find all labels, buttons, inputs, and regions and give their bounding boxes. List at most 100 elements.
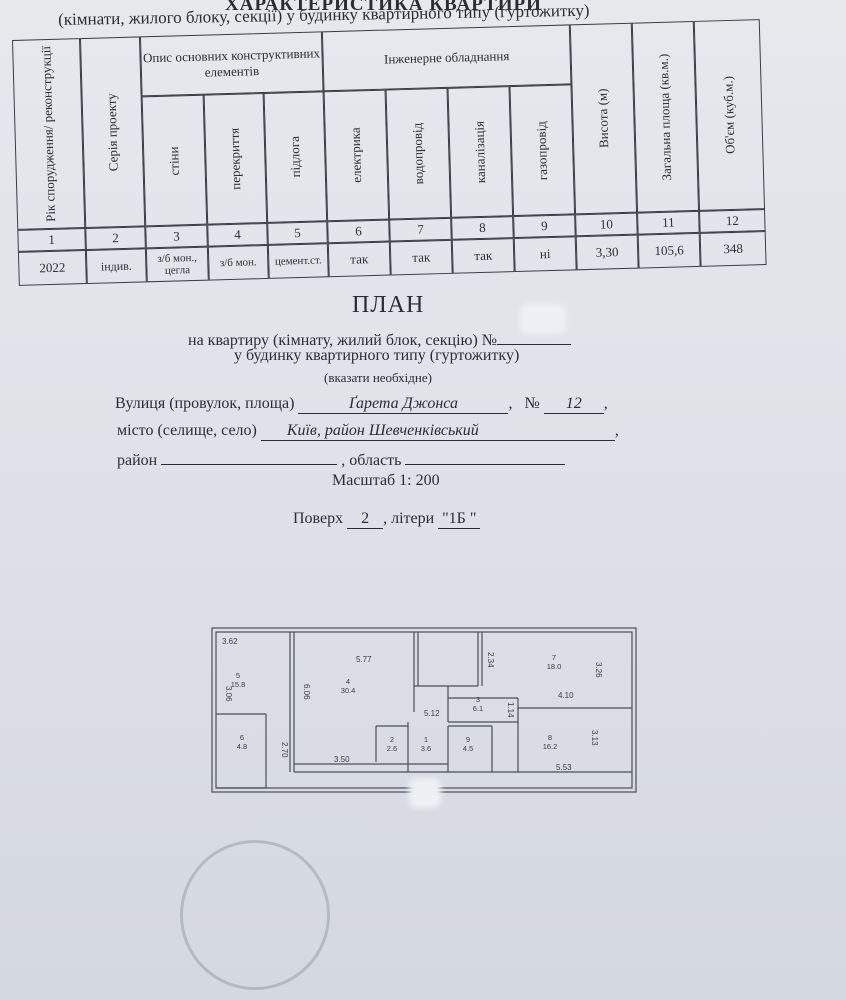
cell-water: так [389,239,453,276]
dim-label: 3.13 [590,730,599,746]
room-number: 6 [240,733,244,742]
col-number: 5 [267,221,328,245]
dim-label: 3.26 [594,662,603,678]
room-area: 4.8 [237,742,247,751]
header-year: Рік спорудження/ реконструкції [12,38,86,230]
room-area: 4.5 [463,744,473,753]
district-label: район [117,452,158,469]
floor-line: Поверх 2, літери "1Б " [293,510,481,529]
room-area: 15.8 [231,680,246,689]
cell-sewer: так [451,238,515,274]
cell-walls: з/б мон., цегла [145,246,209,283]
street-label: Вулиця (провулок, площа) [115,395,295,412]
col-number: 6 [327,219,390,244]
number-value: 12 [543,395,604,414]
dim-label: 6.06 [302,684,311,700]
cell-floor-covering: цемент.ст. [267,243,329,279]
header-height: Висота (м) [569,22,638,215]
floor-label: Поверх [293,510,344,527]
document-title: ХАРАКТЕРИСТИКА КВАРТИРИ [225,0,542,15]
city-label: місто (селище, село) [117,422,257,439]
header-series: Серія проекту [79,36,146,229]
col-number: 10 [575,212,638,237]
col-number: 9 [513,214,576,239]
header-electric: електрика [323,89,390,222]
dim-label: 5.12 [424,709,440,718]
apartment-number-field [497,330,572,345]
letter-label: , літери [383,510,435,527]
cell-height: 3,30 [575,234,639,271]
cell-volume: 348 [699,231,767,267]
header-floor-covering: підлога [263,91,328,223]
header-gas: газопровід [509,84,576,217]
street-value: Ґарета Джонса [298,395,509,414]
region-label: , область [341,452,402,469]
region-field [405,450,566,465]
header-area: Загальна площа (кв.м.) [631,20,700,213]
room-number: 3 [476,695,480,704]
col-number: 11 [637,210,700,235]
dim-label: 1.14 [506,702,515,718]
room-number: 7 [552,653,556,662]
redacted-mark [409,778,441,808]
dim-label: 3.50 [334,755,350,764]
floor-plan: 3.62 5.77 3.06 6.06 2.34 3.26 4.10 5.12 … [208,622,640,798]
plan-line1-text: на квартиру (кімнату, жилий блок, секцію… [188,332,498,349]
cell-floors: з/б мон. [207,244,269,281]
dim-label: 4.10 [558,691,574,700]
room-area: 18.0 [547,662,562,671]
redacted-mark [520,304,566,334]
room-area: 3.6 [421,744,431,753]
floor-plan-drawing: 3.62 5.77 3.06 6.06 2.34 3.26 4.10 5.12 … [211,627,637,793]
plan-note: (вказати необхідне) [324,370,432,385]
header-floors: перекриття [203,92,268,225]
header-construction-group: Опис основних конструктивних елементів [139,31,324,97]
room-number: 4 [346,677,350,686]
col-number: 4 [207,222,268,247]
district-field [161,450,338,465]
room-number: 2 [390,735,394,744]
col-number: 8 [451,216,514,240]
scale-text: Масштаб 1: 200 [332,472,440,489]
room-number: 5 [236,671,240,680]
room-area: 6.1 [473,704,483,713]
header-volume: Об'єм (куб.м.) [693,19,766,211]
cell-area: 105,6 [637,232,701,269]
col-number: 3 [145,224,208,249]
plan-line1: на квартиру (кімнату, жилий блок, секцію… [188,330,572,350]
city-value: Київ, район Шевченківський [260,422,615,441]
cell-year: 2022 [17,250,87,286]
col-number: 1 [17,228,86,252]
col-number: 2 [85,226,146,251]
dim-label: 5.53 [556,763,572,772]
room-area: 2.6 [387,744,397,753]
plan-line2: у будинку квартирного типу (гуртожитку) [234,347,520,364]
room-area: 30.4 [341,686,356,695]
cell-electric: так [327,241,391,278]
street-line: Вулиця (провулок, площа) Ґарета Джонса, … [115,395,608,414]
city-line: місто (селище, село) Київ, район Шевченк… [117,422,619,441]
header-engineering-group: Інженерне обладнання [321,24,572,92]
header-walls: стіни [141,94,208,227]
room-number: 8 [548,733,552,742]
plan-title: ПЛАН [352,292,425,318]
room-number: 1 [424,735,428,744]
dim-label: 2.70 [280,742,289,758]
cell-gas: ні [513,236,577,273]
dim-label: 3.06 [224,686,233,702]
floor-value: 2 [347,510,384,529]
district-line: район , область [117,450,566,470]
room-number: 9 [466,735,470,744]
dim-label: 3.62 [222,637,238,646]
col-number: 7 [389,217,452,242]
dim-label: 2.34 [486,652,495,668]
col-number: 12 [699,209,766,233]
header-water: водопровід [385,87,452,220]
room-area: 16.2 [543,742,558,751]
letter-value: "1Б " [438,510,481,529]
dim-label: 5.77 [356,655,372,664]
header-sewer: каналізація [447,86,514,218]
cell-series: індив. [85,248,147,285]
number-label: № [524,395,540,412]
